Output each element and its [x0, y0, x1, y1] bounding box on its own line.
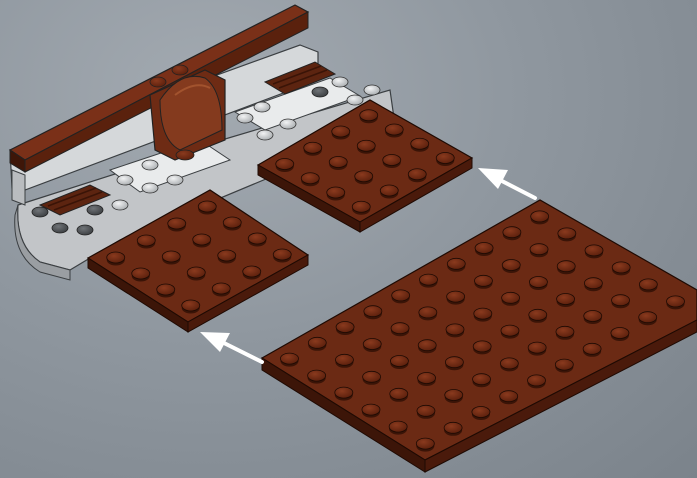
stud	[327, 187, 345, 198]
stud	[558, 228, 576, 239]
stud	[182, 300, 200, 311]
stud	[502, 292, 520, 303]
stud	[360, 110, 378, 121]
stud	[557, 261, 575, 272]
stud	[557, 294, 575, 305]
stud	[447, 291, 465, 302]
stud	[332, 126, 350, 137]
stud	[162, 251, 180, 262]
stud	[612, 295, 630, 306]
stud	[363, 371, 381, 382]
stud	[500, 358, 518, 369]
stud	[385, 124, 403, 135]
stud	[380, 185, 398, 196]
plate-large-6x10	[262, 200, 697, 472]
stud	[364, 306, 382, 317]
stud	[276, 159, 294, 170]
stud	[280, 353, 298, 364]
stud	[357, 140, 375, 151]
stud	[529, 277, 547, 288]
stud	[612, 262, 630, 273]
stud	[168, 218, 186, 229]
stud	[248, 233, 266, 244]
stud	[611, 328, 629, 339]
stud	[335, 387, 353, 398]
stud	[157, 284, 175, 295]
stud	[556, 326, 574, 337]
stud	[417, 405, 435, 416]
stud	[352, 201, 370, 212]
stud	[444, 422, 462, 433]
stud	[301, 173, 319, 184]
stud	[223, 217, 241, 228]
stud	[530, 244, 548, 255]
stud	[218, 250, 236, 261]
stud	[584, 311, 602, 322]
stud	[362, 404, 380, 415]
stud	[528, 375, 546, 386]
stud	[335, 354, 353, 365]
stud	[243, 266, 261, 277]
stud	[445, 357, 463, 368]
stud	[419, 274, 437, 285]
stud	[584, 278, 602, 289]
stud	[132, 268, 150, 279]
stud	[107, 252, 125, 263]
stud	[529, 309, 547, 320]
stud	[336, 322, 354, 333]
stud	[436, 153, 454, 164]
stud	[475, 243, 493, 254]
stud	[473, 374, 491, 385]
stud	[583, 343, 601, 354]
stud	[304, 142, 322, 153]
stud	[473, 341, 491, 352]
stud	[555, 359, 573, 370]
stud	[389, 421, 407, 432]
stud	[383, 155, 401, 166]
stud	[308, 370, 326, 381]
stud	[500, 391, 518, 402]
stud	[212, 283, 230, 294]
stud	[419, 307, 437, 318]
stud	[639, 279, 657, 290]
stud	[585, 245, 603, 256]
stud	[446, 324, 464, 335]
stud	[329, 157, 347, 168]
stud	[445, 390, 463, 401]
arrow-to-left-plate	[200, 332, 262, 362]
arrow-to-right-plate	[478, 168, 535, 198]
stud	[474, 275, 492, 286]
stud	[391, 323, 409, 334]
stud	[472, 407, 490, 418]
stud	[392, 290, 410, 301]
stud	[502, 260, 520, 271]
stud	[503, 227, 521, 238]
stud	[639, 312, 657, 323]
stud	[416, 438, 434, 449]
stud	[528, 342, 546, 353]
stud	[187, 267, 205, 278]
stud	[390, 356, 408, 367]
stud	[273, 249, 291, 260]
stud	[418, 340, 436, 351]
stud	[363, 339, 381, 350]
arrow-up-left-icon	[478, 168, 508, 189]
stud	[137, 235, 155, 246]
stud	[531, 211, 549, 222]
stud	[501, 325, 519, 336]
stud	[308, 337, 326, 348]
stud	[418, 373, 436, 384]
stud	[408, 169, 426, 180]
stud	[667, 296, 685, 307]
stud	[193, 234, 211, 245]
stud	[198, 201, 216, 212]
stud	[355, 171, 373, 182]
stud	[390, 388, 408, 399]
stud	[474, 308, 492, 319]
stud	[447, 258, 465, 269]
stud	[411, 138, 429, 149]
